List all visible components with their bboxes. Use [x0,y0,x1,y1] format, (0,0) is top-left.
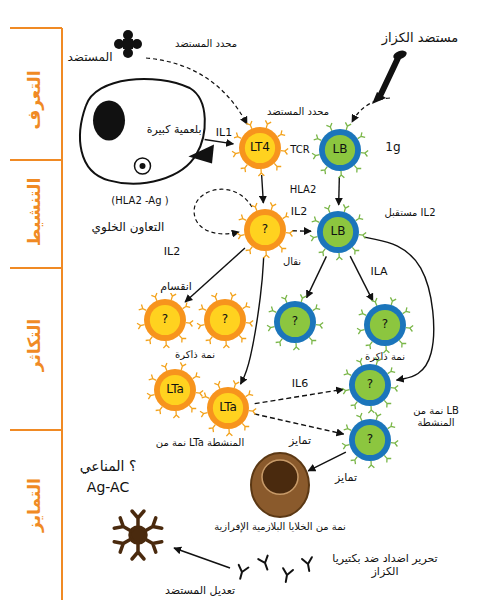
antigen-arrow [352,98,390,122]
cell-label: ? [382,318,388,331]
connector-arrow [338,177,340,205]
cell-label: بلعمية كبيرة [147,124,202,136]
receptor-label: 1g [385,141,400,155]
antigen-antibody-complex [114,511,162,559]
tetanus-antigen-icon [372,49,408,104]
clone-label: نمة ذاكرة [365,351,405,363]
cell-shape [250,452,310,518]
connector-arrow [292,230,311,232]
neutralisation-arrow [174,548,230,568]
molecule-label: HLA2 [290,184,317,196]
t-lymphocyte-cell: ? [243,208,287,252]
plasma-cell: نمة من الخلايا البلازمية الإفرازية [250,452,310,518]
process-label: تحرير اضداد ضد بكتيريا الكزاز [325,553,445,578]
connector-arrow [350,256,373,301]
clone-label: نمة من LTa المنشطة [156,437,244,449]
t-lymphocyte-cell: ? [203,298,247,342]
edge-label: IL2 [289,206,309,218]
cell-label: ? [292,315,298,328]
b-lymphocyte-cell: ? [348,363,392,407]
antigen-label: مستضد الكزاز [382,31,459,46]
edge-label: انقسام [158,281,194,293]
process-label: نقال [283,256,301,268]
cell-label: LB [333,143,348,156]
antigen-icon [114,30,142,58]
complex-label: (HLA2 -Ag ) [111,195,168,207]
connector-arrow [364,237,433,380]
interleukin-loop [194,189,252,234]
cell-label: ? [262,223,268,236]
cell-label: نمة من الخلايا البلازمية الإفرازية [165,521,395,532]
stage-title: التكاثر [25,319,45,371]
receptor-label: TCR [290,144,309,156]
antigen-label: المستضد [68,51,113,65]
b-lymphocyte-cell: ? [348,418,392,462]
t-lymphocyte-cell: LTa [206,386,250,430]
antibodies [235,556,314,583]
edge-label: IL1 [214,127,234,139]
cell-label: LTa [166,383,184,396]
stage-title: التنشيط [25,178,45,247]
connector-arrow [255,389,344,403]
connector-arrow [307,256,327,297]
clone-label: نمة ذاكرة [175,349,215,361]
process-label: التعاون الخلوي [92,221,165,235]
cytokine-label: IL2 [164,246,180,259]
macrophage-cell: بلعمية كبيرة [75,70,210,190]
t-lymphocyte-cell: ? [143,298,187,342]
edge-label: تمايز [333,472,359,484]
stage-title: التمايز [25,478,45,532]
epitope-label: محدد المستضد [267,106,329,118]
b-lymphocyte-cell: LB [318,128,362,172]
cell-label: ? [222,313,228,326]
edge-label: ILA [368,266,389,278]
cell-label: LT4 [250,141,270,154]
cell-label: LB [331,225,346,238]
b-lymphocyte-cell: ? [363,303,407,347]
cell-label: ? [162,313,168,326]
stage-title: التعرف [25,70,45,129]
connector-arrow [205,140,234,144]
connector-arrow [262,175,264,203]
receptor-label: مستقبل IL2 [384,207,435,219]
b-lymphocyte-cell: ? [273,300,317,344]
edge-label: IL6 [290,378,310,390]
complex-label: ؟ المناعي [80,458,137,474]
b-lymphocyte-cell: LB [316,210,360,254]
t-lymphocyte-cell: LTa [153,368,197,412]
complex-label: Ag-AC [87,479,129,495]
t-lymphocyte-cell: LT4 [238,126,282,170]
connector-arrow [308,452,346,471]
clone-label: نمة من LB المنشطة [397,405,475,428]
process-label: تعديل المستضد [165,585,235,598]
cell-label: ? [367,378,373,391]
cell-label: LTa [219,401,237,414]
edge-label: تمايز [287,435,313,447]
cell-label: ? [367,433,373,446]
connector-arrow [185,248,245,302]
stage-band [10,28,62,600]
epitope-label: محدد المستضد [175,38,237,50]
connector-arrow [254,414,343,434]
